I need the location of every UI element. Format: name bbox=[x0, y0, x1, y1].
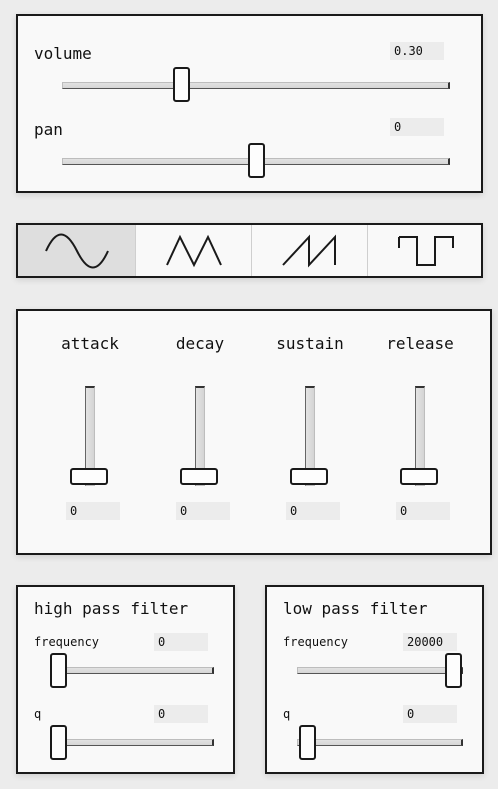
sine-wave-icon bbox=[44, 233, 109, 268]
sustain-slider-thumb[interactable] bbox=[290, 468, 328, 485]
low-pass-filter-panel: low pass filter frequency 20000 q 0 bbox=[265, 585, 484, 774]
waveform-sine-button[interactable] bbox=[18, 225, 135, 276]
sustain-label: sustain bbox=[276, 334, 344, 353]
low-pass-q-label: q bbox=[283, 707, 291, 721]
high-pass-q-value: 0 bbox=[154, 705, 208, 723]
output-panel: volume 0.30 pan 0 bbox=[16, 14, 483, 193]
high-pass-filter-title: high pass filter bbox=[34, 599, 189, 618]
high-pass-filter-panel: high pass filter frequency 0 q 0 bbox=[16, 585, 235, 774]
release-slider[interactable] bbox=[415, 386, 425, 486]
release-value: 0 bbox=[396, 502, 450, 520]
square-wave-icon bbox=[397, 235, 454, 266]
low-pass-q-slider[interactable] bbox=[297, 739, 463, 746]
pan-value: 0 bbox=[390, 118, 444, 136]
waveform-selector bbox=[16, 223, 483, 278]
low-pass-filter-title: low pass filter bbox=[283, 599, 428, 618]
high-pass-frequency-slider[interactable] bbox=[54, 667, 214, 674]
decay-label: decay bbox=[175, 334, 225, 353]
waveform-sawtooth-button[interactable] bbox=[251, 225, 367, 276]
decay-slider-thumb[interactable] bbox=[180, 468, 218, 485]
envelope-panel: attack 0 decay 0 sustain 0 release 0 bbox=[16, 309, 492, 555]
high-pass-frequency-value: 0 bbox=[154, 633, 208, 651]
sustain-value: 0 bbox=[286, 502, 340, 520]
attack-slider-thumb[interactable] bbox=[70, 468, 108, 485]
volume-slider[interactable] bbox=[62, 82, 450, 89]
high-pass-q-slider[interactable] bbox=[54, 739, 214, 746]
attack-label: attack bbox=[61, 334, 119, 353]
volume-label: volume bbox=[34, 44, 92, 63]
low-pass-frequency-value: 20000 bbox=[403, 633, 457, 651]
high-pass-q-slider-thumb[interactable] bbox=[50, 725, 67, 760]
pan-label: pan bbox=[34, 120, 63, 139]
attack-value: 0 bbox=[66, 502, 120, 520]
waveform-triangle-button[interactable] bbox=[135, 225, 251, 276]
attack-slider[interactable] bbox=[85, 386, 95, 486]
release-slider-thumb[interactable] bbox=[400, 468, 438, 485]
low-pass-frequency-label: frequency bbox=[283, 635, 349, 649]
decay-value: 0 bbox=[176, 502, 230, 520]
sustain-slider[interactable] bbox=[305, 386, 315, 486]
waveform-square-button[interactable] bbox=[367, 225, 481, 276]
volume-value: 0.30 bbox=[390, 42, 444, 60]
release-label: release bbox=[386, 334, 454, 353]
high-pass-q-label: q bbox=[34, 707, 42, 721]
pan-slider-thumb[interactable] bbox=[247, 143, 265, 178]
low-pass-q-slider-thumb[interactable] bbox=[299, 725, 316, 760]
high-pass-frequency-slider-thumb[interactable] bbox=[50, 653, 67, 688]
low-pass-frequency-slider-thumb[interactable] bbox=[445, 653, 462, 688]
decay-slider[interactable] bbox=[195, 386, 205, 486]
triangle-wave-icon bbox=[165, 234, 222, 267]
low-pass-frequency-slider[interactable] bbox=[297, 667, 463, 674]
volume-slider-thumb[interactable] bbox=[173, 67, 191, 102]
high-pass-frequency-label: frequency bbox=[34, 635, 100, 649]
sawtooth-wave-icon bbox=[281, 233, 336, 268]
low-pass-q-value: 0 bbox=[403, 705, 457, 723]
